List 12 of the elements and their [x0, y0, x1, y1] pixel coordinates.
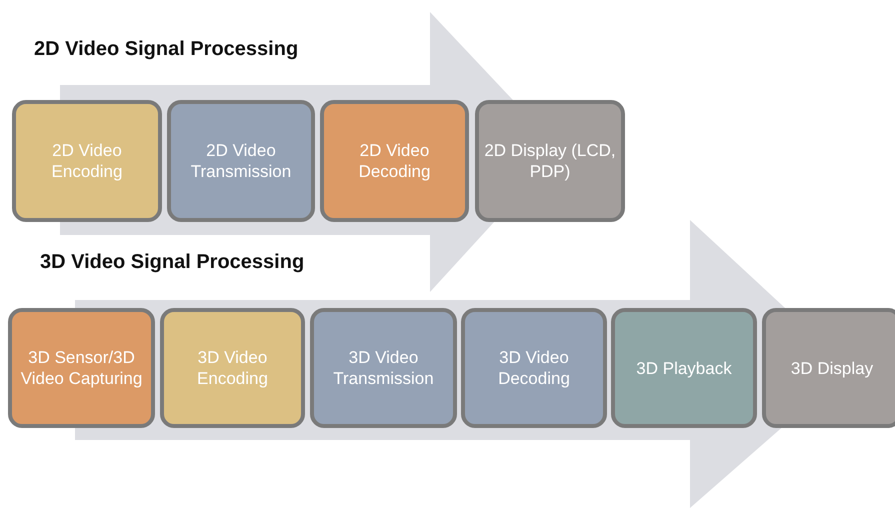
process-box: 3D Sensor/3D Video Capturing [8, 308, 155, 428]
process-box: 2D Display (LCD, PDP) [475, 100, 625, 222]
section-heading: 3D Video Signal Processing [40, 251, 304, 274]
process-box: 2D Video Decoding [320, 100, 469, 222]
process-box: 3D Playback [611, 308, 757, 428]
process-box: 3D Video Transmission [310, 308, 457, 428]
section-heading: 2D Video Signal Processing [34, 38, 298, 61]
process-box: 3D Display [762, 308, 895, 428]
process-box: 2D Video Transmission [167, 100, 315, 222]
process-box: 3D Video Encoding [160, 308, 305, 428]
process-box: 3D Video Decoding [461, 308, 607, 428]
process-box: 2D Video Encoding [12, 100, 162, 222]
